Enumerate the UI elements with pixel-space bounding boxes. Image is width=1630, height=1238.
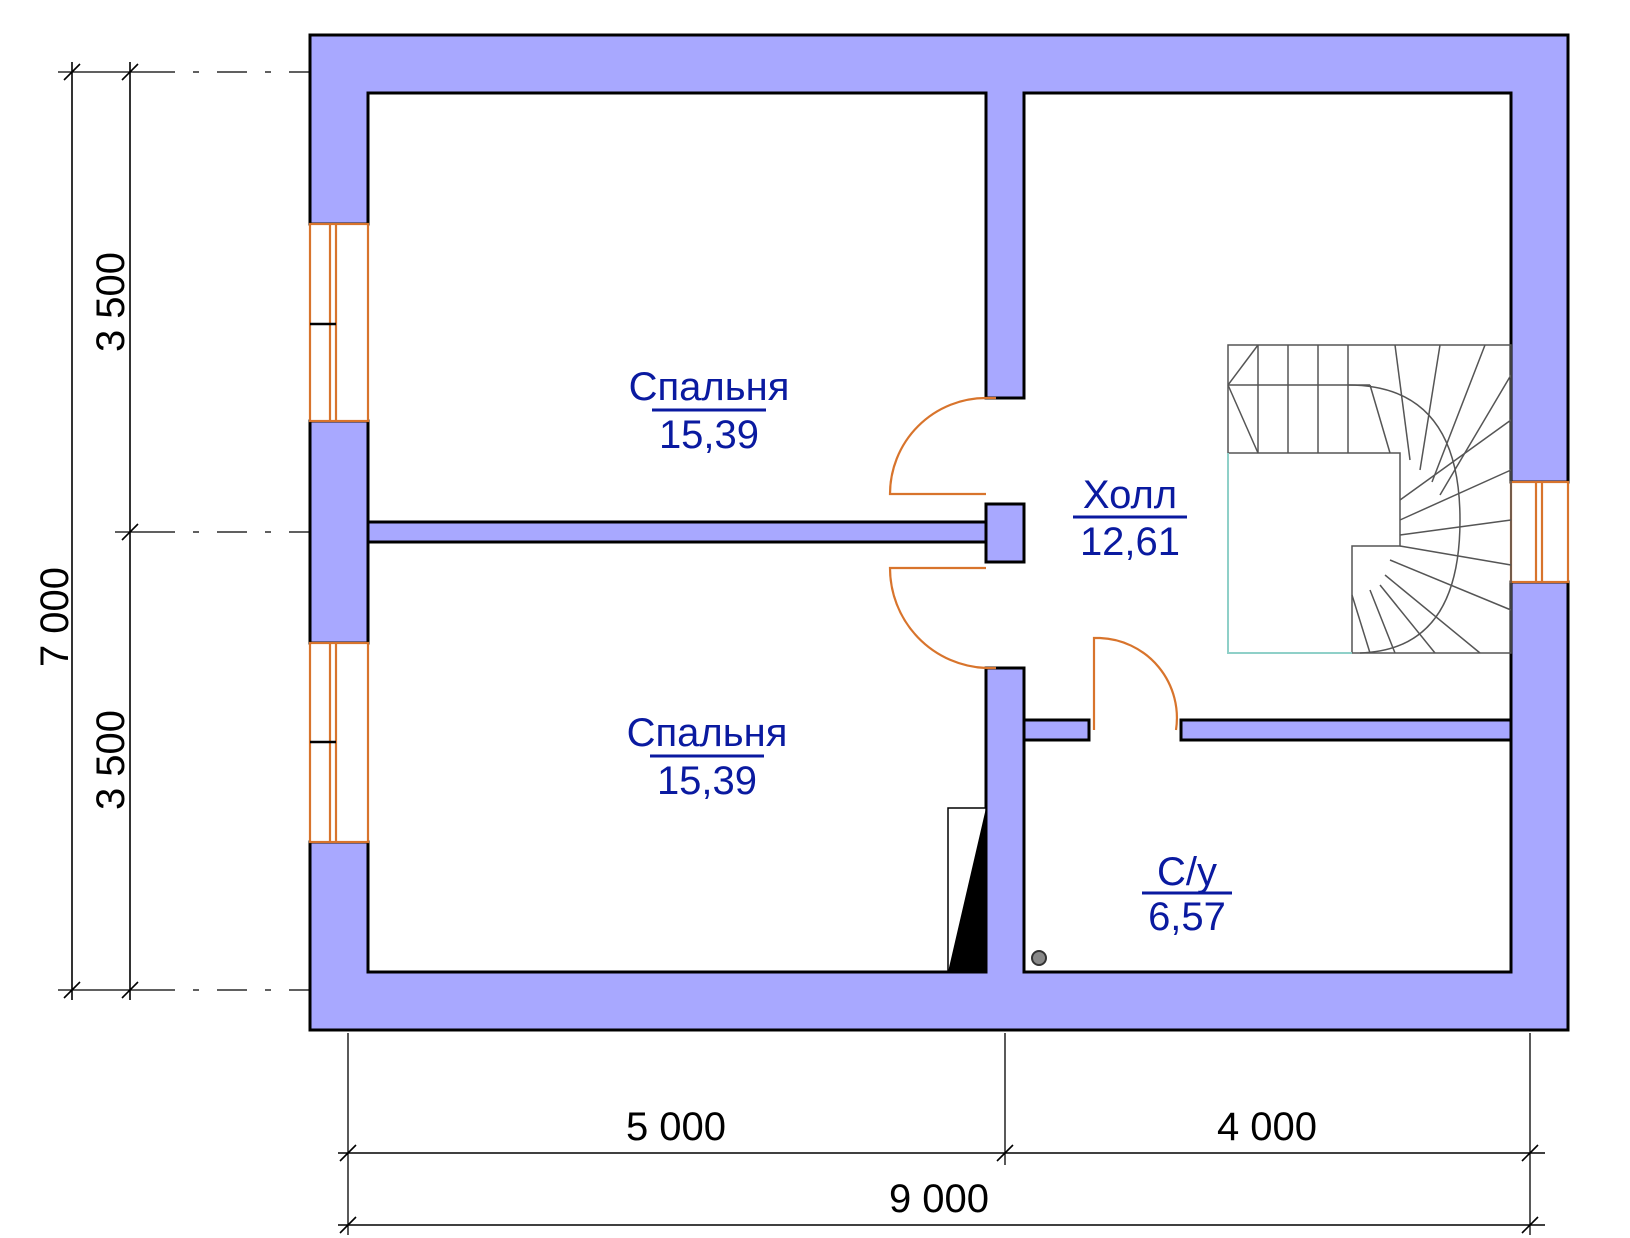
niche	[947, 807, 987, 973]
dim-left-total: 7 000	[33, 567, 77, 667]
room-area: 15,39	[659, 413, 759, 457]
door-bedroom-bottom	[888, 566, 996, 670]
walls	[308, 33, 1570, 1032]
dim-left-upper: 3 500	[89, 252, 133, 352]
room-name: Спальня	[629, 365, 790, 409]
room-name: Холл	[1083, 473, 1177, 517]
windows	[308, 222, 1570, 844]
room-name: С/у	[1157, 850, 1217, 894]
dim-left-lower: 3 500	[89, 710, 133, 810]
bedroom-partition	[366, 520, 988, 544]
room-area: 12,61	[1080, 520, 1180, 564]
room-label-bedroom-bottom: Спальня 15,39	[627, 711, 788, 803]
door-bedroom-top	[888, 396, 996, 496]
dimensions-left: 3 500 3 500 7 000	[33, 62, 310, 1000]
outer-wall-lower	[308, 580, 1570, 1032]
dimensions-bottom: 5 000 4 000 9 000	[338, 1033, 1545, 1235]
dim-bottom-total: 9 000	[889, 1177, 989, 1221]
room-area: 6,57	[1148, 895, 1226, 939]
dim-bottom-right: 4 000	[1217, 1105, 1317, 1149]
room-label-bedroom-top: Спальня 15,39	[629, 365, 790, 457]
bathroom-wall-right	[1179, 718, 1513, 742]
staircase	[1227, 344, 1512, 654]
room-label-bathroom: С/у 6,57	[1142, 850, 1232, 939]
room-name: Спальня	[627, 711, 788, 755]
drain-icon	[1031, 950, 1047, 966]
partition-pillar	[984, 502, 1026, 564]
window-bedroom-top	[308, 222, 370, 423]
room-label-hall: Холл 12,61	[1073, 473, 1187, 564]
door-bathroom	[1092, 636, 1178, 731]
doors	[888, 396, 1178, 731]
window-hall	[1509, 480, 1570, 584]
window-bedroom-bottom	[308, 641, 370, 844]
room-area: 15,39	[657, 759, 757, 803]
left-wall-pier	[308, 419, 370, 645]
bathroom-wall-left	[1022, 718, 1091, 742]
dim-bottom-left: 5 000	[626, 1105, 726, 1149]
